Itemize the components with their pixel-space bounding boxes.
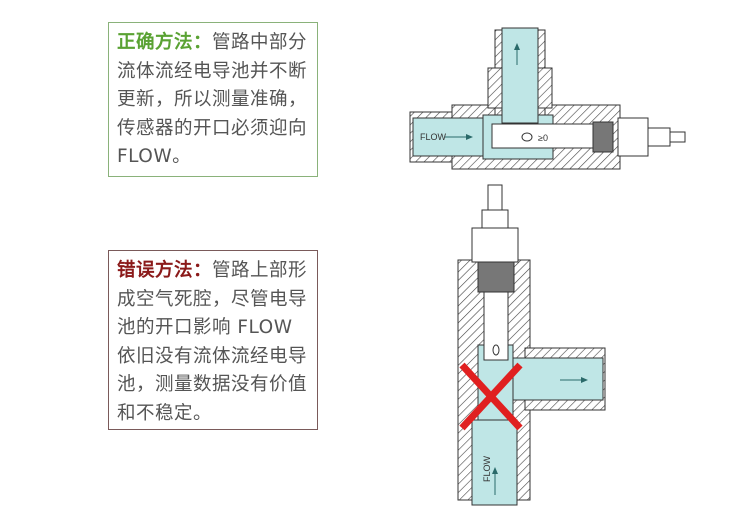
correct-method-text: 管路中部分流体流经电导池并不断更新，所以测量准确，传感器的开口必须迎向FLOW。 — [117, 32, 308, 167]
wrong-installation-diagram — [457, 184, 606, 506]
correct-installation-diagram — [409, 27, 686, 170]
top-mark-label: ≥0 — [538, 133, 548, 143]
wrong-method-box: 错误方法：管路上部形成空气死腔，尽管电导池的开口影响 FLOW 依旧没有流体流经… — [108, 250, 318, 430]
top-flow-label: FLOW — [420, 132, 447, 142]
correct-method-title: 正确方法： — [117, 32, 213, 53]
wrong-method-title: 错误方法： — [117, 260, 213, 281]
red-x-icon — [459, 362, 523, 431]
bottom-flow-label: FLOW — [482, 455, 492, 482]
wrong-method-text: 管路上部形成空气死腔，尽管电导池的开口影响 FLOW 依旧没有流体流经电导池，测… — [117, 260, 308, 424]
correct-method-box: 正确方法：管路中部分流体流经电导池并不断更新，所以测量准确，传感器的开口必须迎向… — [108, 22, 318, 177]
